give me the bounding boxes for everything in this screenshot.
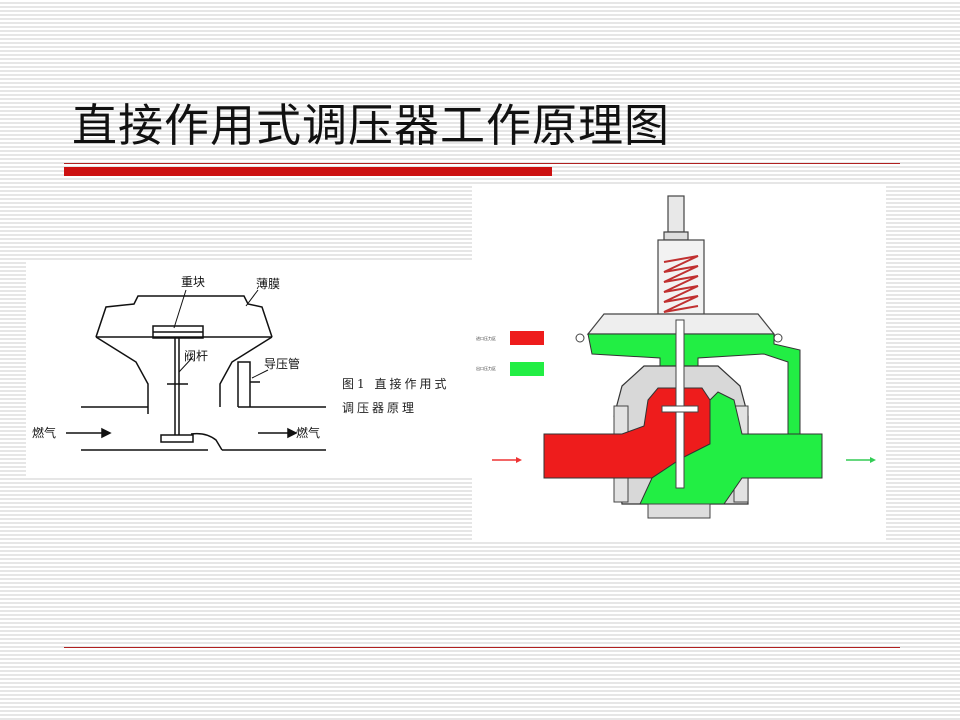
label-weight: 重块 [181, 275, 205, 289]
label-gas-in: 燃气 [32, 425, 56, 440]
housing-upper [95, 295, 273, 338]
top-cap [667, 195, 685, 233]
outlet-pipe [639, 391, 823, 505]
flow-arrow-in [492, 457, 522, 463]
color-section-diagram: 进口压力区 出口压力区 [476, 195, 876, 519]
caption-line-1: 图1 直接作用式 [342, 376, 449, 391]
flow-arrow-out [846, 457, 876, 463]
outlet-chamber [587, 333, 801, 439]
legend-inlet-label: 进口压力区 [476, 335, 496, 341]
label-diaphragm: 薄膜 [256, 276, 280, 291]
schematic-diagram-panel: 重块 薄膜 阀杆 导压管 燃气 燃气 图1 直接作用式 调压器原理 [26, 262, 472, 476]
bottom-cap [647, 503, 711, 519]
label-gas-out: 燃气 [296, 425, 320, 440]
label-pressure-tube: 导压管 [264, 356, 300, 371]
valve-stem-right [675, 319, 685, 489]
legend: 进口压力区 出口压力区 [476, 331, 544, 376]
footer-rule [64, 647, 900, 648]
label-valve-stem: 阀杆 [184, 349, 208, 363]
valve-seat [190, 432, 223, 451]
color-section-diagram-panel: 进口压力区 出口压力区 [472, 186, 886, 542]
slide-title: 直接作用式调压器工作原理图 [72, 99, 671, 152]
title-rule-red-bar [64, 167, 552, 176]
pressure-tube [237, 361, 260, 407]
legend-outlet-swatch [510, 362, 544, 376]
legend-inlet-swatch [510, 331, 544, 345]
spring [663, 255, 699, 313]
title-rule-upper [64, 163, 900, 164]
caption-line-2: 调压器原理 [342, 401, 417, 415]
valve-disc-right [661, 405, 699, 413]
legend-outlet-label: 出口压力区 [476, 365, 496, 371]
schematic-diagram: 重块 薄膜 阀杆 导压管 燃气 燃气 图1 直接作用式 调压器原理 [32, 275, 449, 451]
housing-funnel [95, 336, 273, 414]
valve-disc [160, 434, 194, 443]
